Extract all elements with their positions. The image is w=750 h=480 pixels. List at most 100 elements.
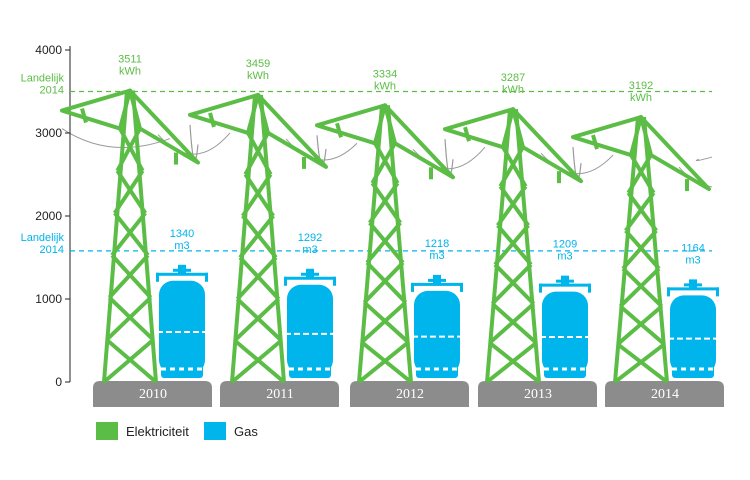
tower-brace [243,131,270,176]
tower-brace [624,229,661,270]
year-base [220,381,339,407]
tower-brace [485,341,538,384]
tower-brace [241,214,278,259]
year-base [350,381,469,407]
tower-arm-brace [335,122,343,138]
tower-brace [360,300,408,344]
tower-brace [246,131,273,176]
tower-brace [241,173,273,218]
y-tick-label: 2000 [35,209,62,223]
tower-brace [373,142,400,185]
tank-body [414,290,460,374]
legend: Elektriciteit Gas [96,422,258,440]
tank-valve-bar [301,272,319,276]
tower-arm [383,103,455,180]
tower-brace [624,191,656,232]
tower-brace [235,256,278,301]
tower-arm [639,115,711,192]
tank-collar-post [667,287,670,297]
y-tick-label: 3000 [35,126,62,140]
category-label: 2013 [524,387,552,402]
y-tick-label: 1000 [35,292,62,306]
tank-body [670,295,716,374]
tank-collar-post [205,272,208,282]
tower-arm [511,107,583,184]
tower-brace [496,224,533,266]
tower-brace [238,214,275,259]
tower-brace [107,253,150,299]
year-base [478,381,597,407]
tank-collar-post [588,283,591,293]
tower-arm [128,88,200,165]
gas-tank [284,268,336,378]
tower-brace [621,229,658,270]
tower-brace [112,169,145,215]
tower-brace [233,297,281,342]
tower-brace [498,146,525,188]
gas-tank [539,275,591,378]
tower-brace [115,169,148,215]
tank-body [159,280,205,374]
year-base [605,381,724,407]
electricity-towers [60,88,711,384]
tower-arm [443,107,515,150]
year-base [93,381,212,407]
electricity-tower [443,107,583,384]
tank-collar-post [333,276,336,286]
tower-brace [629,154,656,194]
legend-swatch-gas [204,422,226,440]
tower-brace [243,173,275,218]
legend-swatch-electricity [96,422,118,440]
tank-collar-post [460,282,463,292]
tank-collar-post [539,283,542,293]
tower-arm-brace [591,134,599,150]
tower-brace [115,127,142,172]
tower-arm [571,115,643,158]
tower-brace [365,221,402,264]
y-tick-label: 4000 [35,43,62,57]
tank-body [287,284,333,374]
tower-brace [488,302,535,345]
tower-brace [370,142,397,185]
tank-valve-bar [684,283,702,287]
tower-brace [105,296,153,342]
tower-arm [315,103,387,146]
tower-leg [102,90,129,383]
tank-valve-bar [428,278,446,282]
category-label: 2010 [139,387,167,402]
tower-brace [498,185,530,227]
category-label: 2012 [396,387,424,402]
electricity-tower [571,115,711,384]
electricity-tower [60,88,200,384]
tower-arm-brace [208,112,216,128]
category-label: 2014 [651,387,679,402]
tower-brace [626,154,653,194]
tower-brace [357,340,410,384]
tower-leg [131,90,158,383]
electricity-tower [188,92,328,384]
tank-collar-post [716,287,719,297]
tower-brace [230,338,283,384]
tower-brace [113,211,150,257]
tower-brace [102,338,155,384]
power-wire [695,156,713,162]
gas-tank [667,279,719,378]
gas-tank [156,264,208,378]
power-wire [61,128,171,148]
tank-collar-post [156,272,159,282]
electricity-tower [315,103,455,384]
tower-arm [256,92,328,169]
